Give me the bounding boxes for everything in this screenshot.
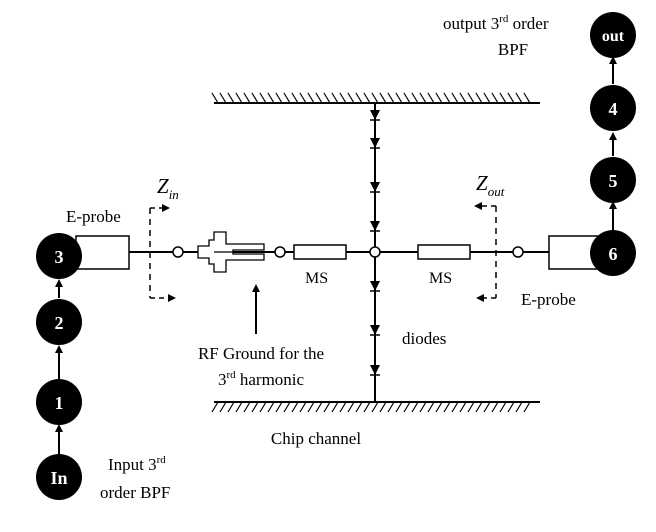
output-bpf-label-line2: BPF [498, 40, 528, 59]
e-probe-right-label: E-probe [521, 290, 576, 309]
rf-ground-label-line2: 3rd harmonic [218, 369, 305, 389]
node-out: out [590, 12, 636, 58]
diode-icon [370, 182, 380, 193]
node-in: In [36, 454, 82, 500]
node-2-label: 2 [55, 313, 64, 333]
bottom-ground-plane [211, 401, 540, 413]
diode-icon [370, 110, 380, 121]
diode-icon [370, 365, 380, 376]
node-5-label: 5 [609, 171, 618, 191]
input-resonator-chain: In 1 2 3 [36, 233, 82, 500]
e-probe-left-rect [75, 235, 130, 270]
node-3: 3 [36, 233, 82, 279]
node-6-label: 6 [609, 244, 618, 264]
chip-channel-label: Chip channel [271, 429, 361, 448]
port-circle-icon [512, 246, 524, 258]
top-ground-plane [211, 92, 540, 104]
z-in-reference-plane [149, 204, 176, 302]
ms-right-label: MS [429, 270, 452, 287]
port-circle-icon [274, 246, 286, 258]
ms-left-box [293, 244, 347, 260]
ms-right-box [417, 244, 471, 260]
main-transmission-line [128, 244, 549, 260]
rf-ground-filter-icon [197, 231, 265, 273]
z-out-subscript: out [488, 184, 505, 199]
z-in-label: Zin [157, 174, 179, 202]
node-2: 2 [36, 299, 82, 345]
rf-ground-label-line1: RF Ground for the [198, 344, 324, 363]
junction-circle-icon [369, 246, 381, 258]
node-3-label: 3 [55, 247, 64, 267]
diode-icon [370, 325, 380, 336]
ms-left-label: MS [305, 270, 328, 287]
diode-icon [370, 281, 380, 292]
z-in-subscript: in [169, 187, 179, 202]
output-resonator-chain: 6 5 4 out [590, 12, 636, 276]
node-in-label: In [50, 468, 67, 488]
node-1-label: 1 [55, 393, 64, 413]
z-in-main: Z [157, 174, 169, 198]
input-bpf-label-line2: order BPF [100, 483, 170, 502]
port-circle-icon [172, 246, 184, 258]
z-out-reference-plane [474, 202, 497, 302]
z-out-main: Z [476, 171, 488, 195]
node-out-label: out [602, 28, 625, 45]
diode-icon [370, 138, 380, 149]
e-probe-left-label: E-probe [66, 207, 121, 226]
diode-icon [370, 221, 380, 232]
output-bpf-label-line1: output 3rd order [443, 13, 549, 33]
diodes-label: diodes [402, 329, 446, 348]
node-4-label: 4 [609, 99, 618, 119]
z-out-label: Zout [476, 171, 505, 199]
node-1: 1 [36, 379, 82, 425]
input-bpf-label-line1: Input 3rd [108, 454, 166, 474]
node-4: 4 [590, 85, 636, 131]
node-5: 5 [590, 157, 636, 203]
node-6: 6 [590, 230, 636, 276]
